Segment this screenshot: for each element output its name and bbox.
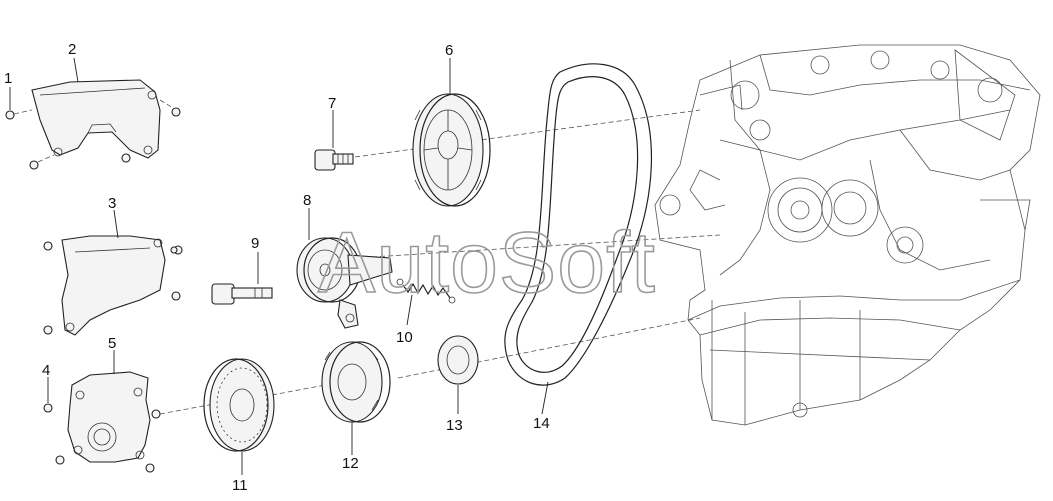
callout-12: 12 bbox=[342, 455, 359, 472]
callout-14: 14 bbox=[533, 415, 550, 432]
callout-4: 4 bbox=[42, 362, 50, 379]
callout-6: 6 bbox=[445, 42, 453, 59]
callout-1: 1 bbox=[4, 70, 12, 87]
callout-labels: 1 2 3 4 5 6 7 8 9 10 11 12 13 14 bbox=[4, 41, 550, 494]
callout-11: 11 bbox=[232, 477, 248, 494]
part-10-tensioner-spring bbox=[396, 278, 456, 304]
part-3-middle-cover bbox=[43, 235, 183, 336]
callout-13: 13 bbox=[446, 417, 463, 434]
callout-3: 3 bbox=[108, 195, 116, 212]
callout-8: 8 bbox=[303, 192, 311, 209]
callout-9: 9 bbox=[251, 235, 259, 252]
callout-7: 7 bbox=[328, 95, 336, 112]
leader-lines bbox=[9, 57, 549, 475]
part-8-tensioner-pulley bbox=[296, 237, 393, 329]
engine-assembly bbox=[654, 44, 1041, 426]
part-6-camshaft-sprocket bbox=[412, 93, 491, 207]
callout-5: 5 bbox=[108, 335, 116, 352]
callout-2: 2 bbox=[68, 41, 76, 58]
watermark-text: AutoSoft bbox=[318, 215, 656, 311]
part-11-crankshaft-pulley bbox=[203, 358, 275, 452]
part-2-upper-cover bbox=[31, 79, 161, 159]
part-13-washer bbox=[437, 335, 479, 385]
part-7-bolt bbox=[314, 149, 354, 171]
part-9-long-bolt bbox=[211, 283, 273, 305]
callout-10: 10 bbox=[396, 329, 413, 346]
part-5-lower-cover bbox=[43, 371, 161, 473]
part-1-bolts bbox=[5, 99, 181, 170]
part-12-crankshaft-sprocket bbox=[321, 341, 391, 423]
